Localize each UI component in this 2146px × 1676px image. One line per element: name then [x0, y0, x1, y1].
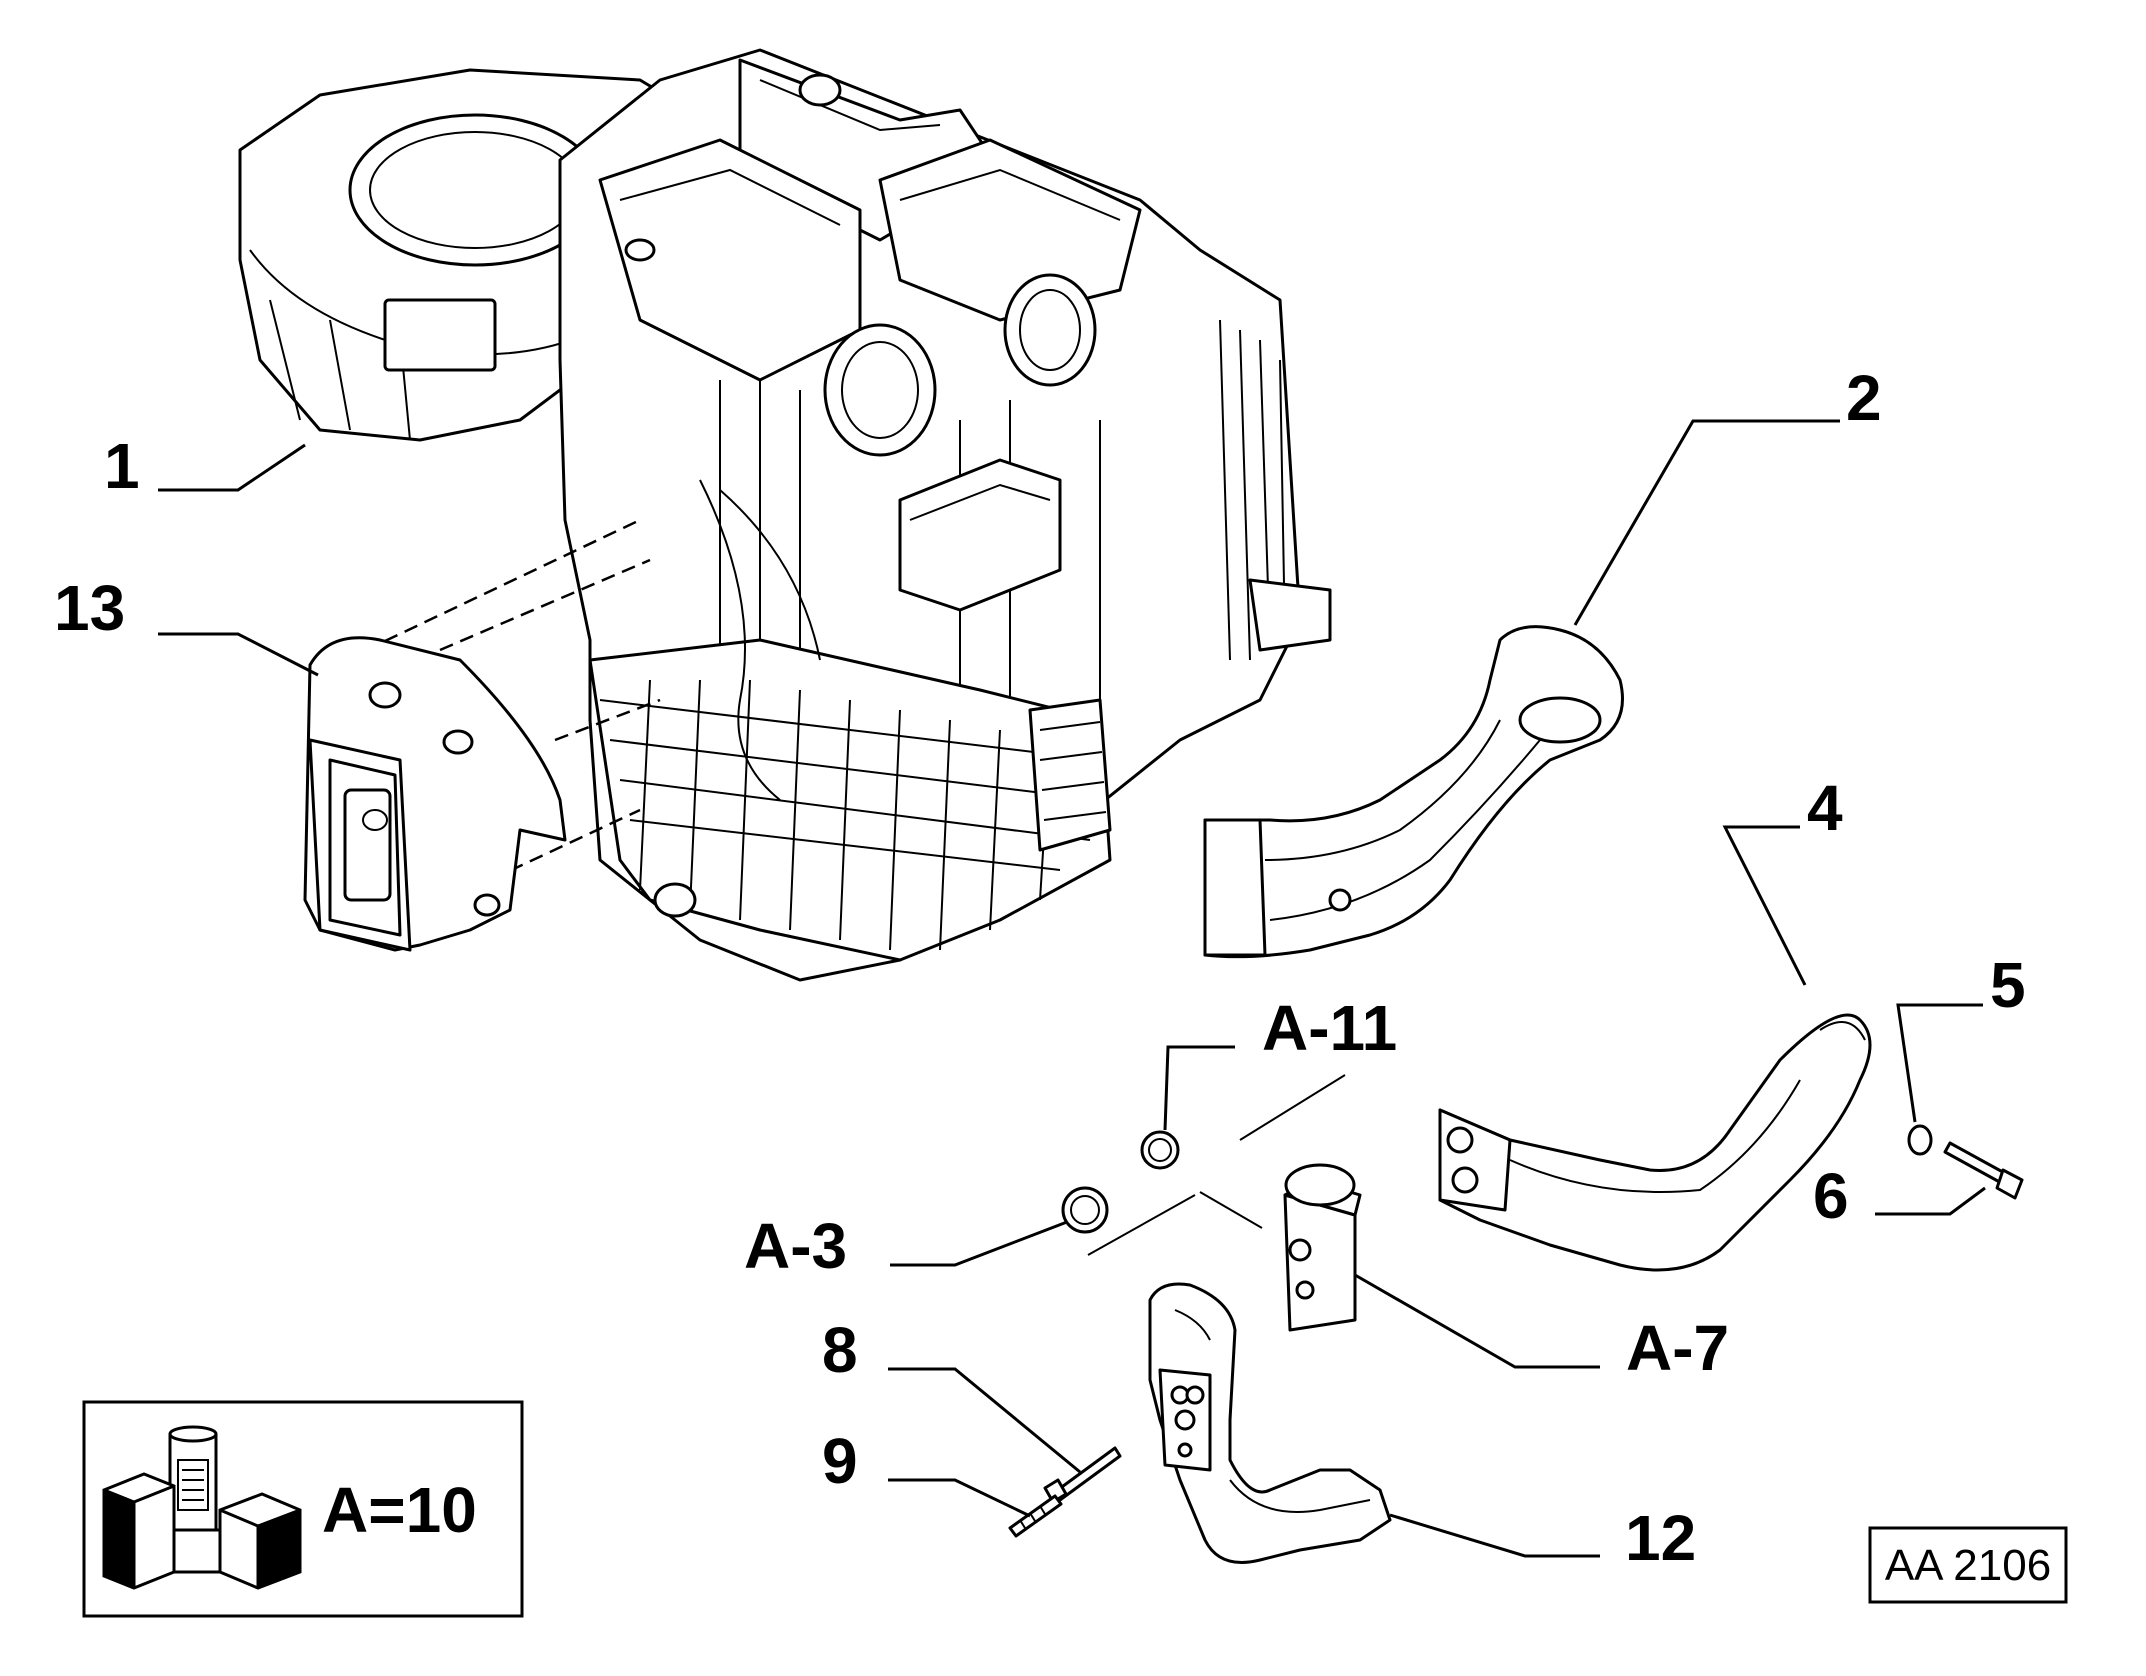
callout-2: 2: [1846, 362, 1882, 434]
pin-part-9: [1008, 1494, 1063, 1538]
leader-8: [888, 1367, 1081, 1474]
callout-8: 8: [822, 1314, 858, 1386]
callout-9: 9: [822, 1425, 858, 1497]
fiat-cubes-icon: [102, 1472, 302, 1590]
callout-6: 6: [1813, 1160, 1849, 1232]
legend-box: A=10: [82, 1400, 524, 1618]
callout-5: 5: [1990, 949, 2026, 1021]
callout-12: 12: [1625, 1502, 1696, 1574]
valve-assembly-line-lower: [1087, 1191, 1263, 1256]
lubricant-can-icon: [168, 1425, 218, 1538]
leader-a3: [890, 1220, 1068, 1267]
air-duct-part-2: [1203, 625, 1624, 959]
leader-1: [158, 443, 306, 492]
washer-part-5: [1907, 1124, 1933, 1156]
callout-13: 13: [54, 572, 125, 644]
leader-13: [158, 632, 319, 677]
seal-ring-part-a3: [1061, 1186, 1109, 1234]
seal-ring-part-a11: [1140, 1130, 1180, 1170]
leader-2: [1573, 419, 1840, 626]
pipe-part-12: [1148, 1282, 1392, 1564]
hvac-housing-part-1: [238, 48, 1332, 982]
screw-part-8: [1043, 1446, 1122, 1504]
callout-a3: A-3: [744, 1210, 847, 1282]
callout-1: 1: [104, 430, 140, 502]
callout-a11: A-11: [1262, 992, 1397, 1064]
reference-code: AA 2106: [1885, 1541, 2051, 1590]
leader-9: [888, 1478, 1031, 1518]
pipe-part-4: [1438, 1013, 1872, 1272]
callout-a7: A-7: [1626, 1312, 1729, 1384]
callout-4: 4: [1807, 772, 1843, 844]
leader-a11: [1163, 1045, 1235, 1131]
bolt-part-6: [1943, 1141, 2024, 1200]
reference-code-box: AA 2106: [1868, 1526, 2068, 1604]
leader-lines: [158, 419, 1986, 1558]
filter-cover-part-13: [303, 636, 567, 952]
leader-a7: [1354, 1273, 1600, 1369]
valve-assembly-line-upper: [1239, 1074, 1346, 1141]
legend-formula: A=10: [322, 1474, 477, 1546]
expansion-valve-part-a7: [1283, 1163, 1362, 1332]
leader-12: [1389, 1513, 1600, 1558]
leader-5: [1896, 1003, 1983, 1123]
leader-4: [1722, 825, 1807, 986]
leader-6: [1875, 1186, 1986, 1216]
